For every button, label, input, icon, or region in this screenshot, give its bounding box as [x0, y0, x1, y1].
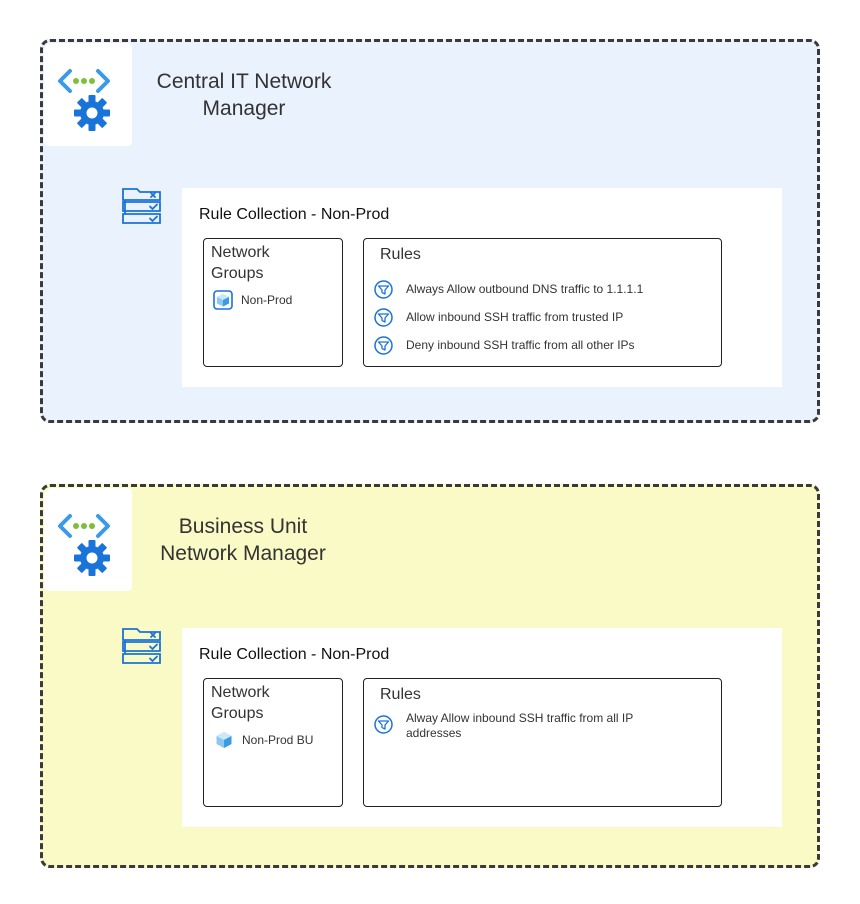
- network-manager-icon: [58, 514, 110, 576]
- central-it-network-manager: Central IT Network Manager Rule Collecti…: [40, 39, 820, 423]
- rule-collection-icon: [122, 188, 161, 224]
- network-groups-title: Network Groups: [211, 244, 270, 282]
- manager-title: Business Unit Network Manager: [160, 515, 326, 565]
- rule-collection: Rule Collection - Non-Prod Network Group…: [182, 628, 782, 827]
- filter-icon: [374, 336, 393, 355]
- network-groups-box: Network Groups Non-Prod BU: [203, 678, 343, 807]
- rule-text: Always Allow outbound DNS traffic to 1.1…: [406, 282, 644, 296]
- rule-text: Deny inbound SSH traffic from all other …: [406, 338, 635, 352]
- rules-title: Rules: [380, 246, 421, 263]
- network-manager-tile: [44, 43, 132, 146]
- rule-item[interactable]: Allow inbound SSH traffic from trusted I…: [374, 308, 704, 327]
- rules-box: Rules Always Allow outbound DNS traffic …: [363, 238, 722, 367]
- rule-collection: Rule Collection - Non-Prod Network Group…: [182, 188, 782, 387]
- manager-title: Central IT Network Manager: [156, 70, 332, 120]
- rule-text: Allow inbound SSH traffic from trusted I…: [406, 310, 624, 324]
- rule-text: Alway Allow inbound SSH traffic from all…: [406, 711, 633, 740]
- network-group-item[interactable]: Non-Prod: [213, 290, 292, 310]
- network-manager-tile: [44, 488, 132, 591]
- network-group-item[interactable]: Non-Prod BU: [214, 730, 313, 750]
- filter-icon: [374, 308, 393, 327]
- rule-item[interactable]: Deny inbound SSH traffic from all other …: [374, 336, 704, 355]
- network-group-label: Non-Prod BU: [242, 733, 314, 747]
- rule-item[interactable]: Always Allow outbound DNS traffic to 1.1…: [374, 280, 704, 299]
- network-group-label: Non-Prod: [241, 293, 293, 307]
- rules-title: Rules: [380, 686, 421, 703]
- rule-collection-icon: [122, 628, 161, 664]
- network-groups-box: Network Groups Non-Prod: [203, 238, 343, 367]
- business-unit-network-manager: Business Unit Network Manager Rule Colle…: [40, 484, 820, 868]
- rule-collection-title: Rule Collection - Non-Prod: [199, 646, 390, 663]
- filter-icon: [374, 280, 393, 299]
- rule-item[interactable]: Alway Allow inbound SSH traffic from all…: [374, 711, 674, 741]
- rule-collection-title: Rule Collection - Non-Prod: [199, 206, 390, 223]
- network-groups-title: Network Groups: [211, 684, 270, 722]
- filter-icon: [374, 715, 393, 734]
- cube-icon: [216, 732, 232, 748]
- network-manager-icon: [58, 69, 110, 131]
- cube-icon: [213, 290, 233, 310]
- rules-box: Rules Alway Allow inbound SSH traffic fr…: [363, 678, 722, 807]
